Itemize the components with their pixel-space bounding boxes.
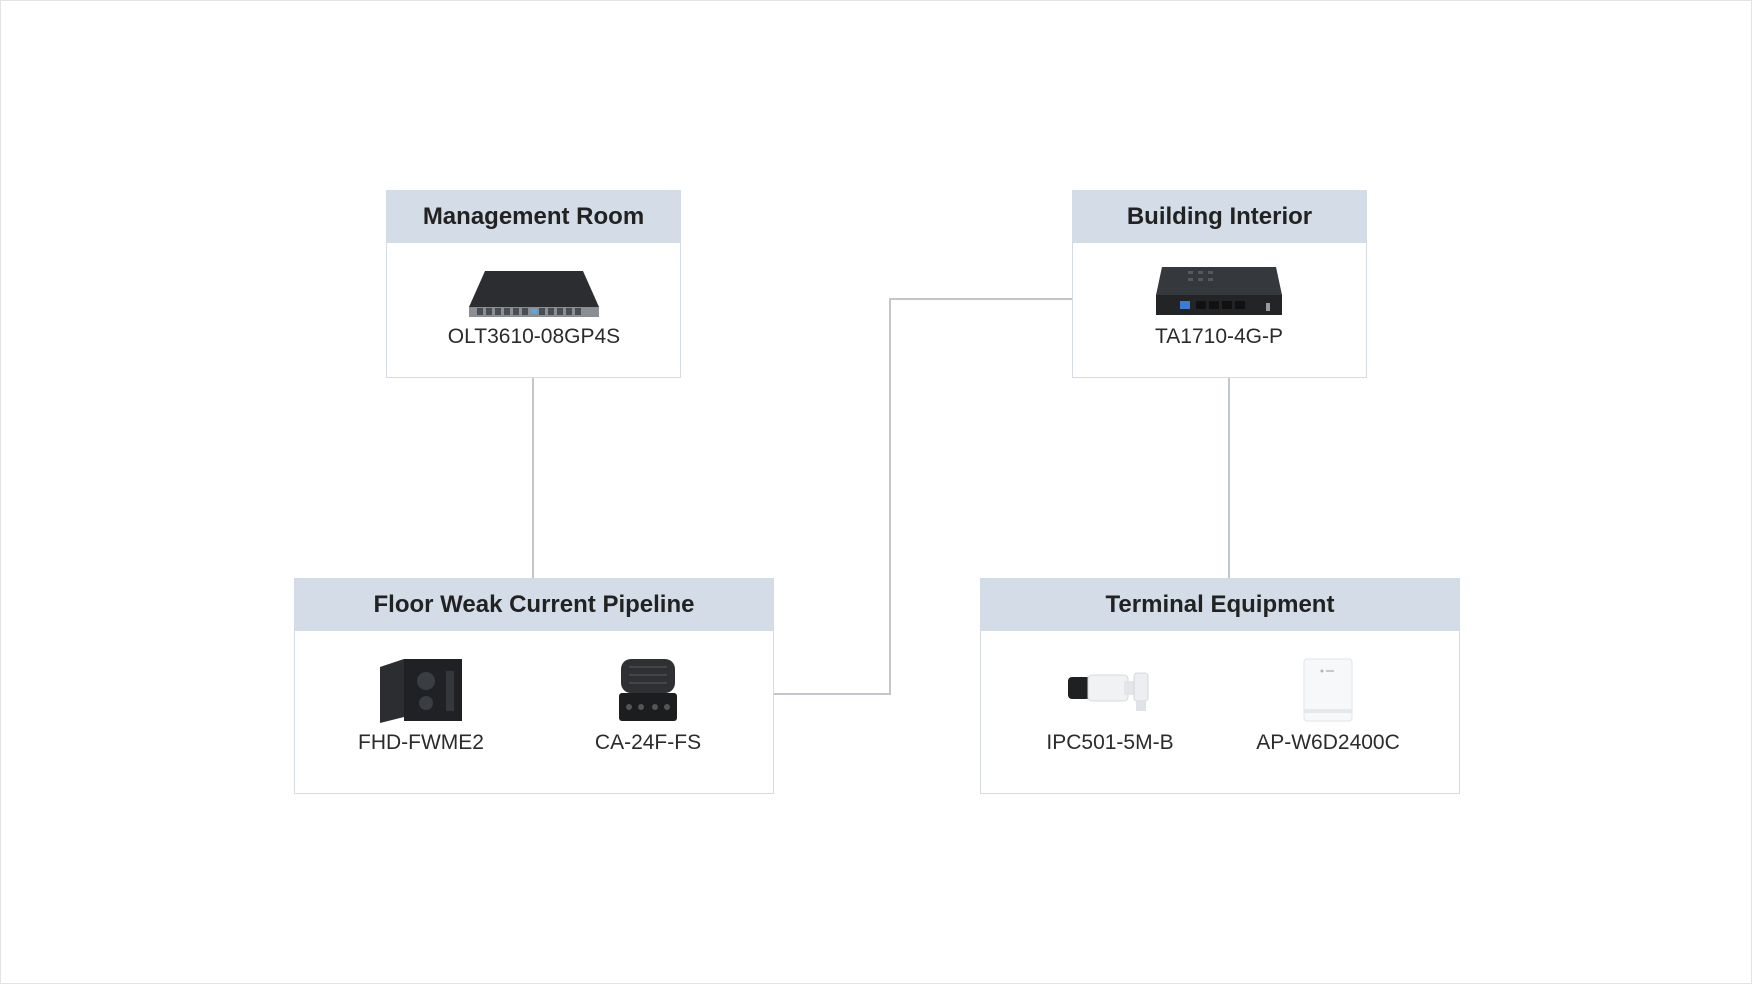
device-wall-enclosure[interactable]: FHD-FWME2 (311, 657, 531, 755)
terminal-equipment-box: Terminal Equipment IPC501-5M-B AP-W6D240… (980, 578, 1460, 794)
device-label: IPC501-5M-B (1046, 731, 1174, 754)
device-label: TA1710-4G-P (1155, 325, 1283, 348)
wall-mount-enclosure-icon (380, 659, 462, 723)
device-label: OLT3610-08GP4S (447, 325, 621, 348)
device-splice-closure[interactable]: CA-24F-FS (538, 657, 758, 755)
terminal-equipment-title: Terminal Equipment (981, 579, 1459, 631)
splice-closure-icon (619, 659, 677, 721)
building-interior-box: Building Interior TA1710-4G-P (1072, 190, 1367, 378)
management-room-title: Management Room (387, 191, 680, 243)
device-access-point[interactable]: AP-W6D2400C (1218, 657, 1438, 755)
access-point-icon (1303, 658, 1353, 722)
device-bullet-camera[interactable]: IPC501-5M-B (1000, 657, 1220, 755)
olt-switch-icon (469, 271, 599, 317)
device-label: FHD-FWME2 (358, 731, 484, 754)
building-interior-title: Building Interior (1073, 191, 1366, 243)
bullet-camera-icon (1068, 672, 1149, 711)
device-label: AP-W6D2400C (1256, 731, 1400, 754)
floor-pipeline-title: Floor Weak Current Pipeline (295, 579, 773, 631)
management-room-box: Management Room OLT3610-08GP4S (386, 190, 681, 378)
device-olt[interactable]: OLT3610-08GP4S (424, 269, 644, 349)
device-label: CA-24F-FS (594, 731, 702, 754)
device-ont[interactable]: TA1710-4G-P (1109, 265, 1329, 349)
floor-pipeline-box: Floor Weak Current Pipeline FHD-FWME2 CA… (294, 578, 774, 794)
ont-terminal-icon (1156, 267, 1282, 315)
connector-floor-to-building (773, 298, 1073, 695)
